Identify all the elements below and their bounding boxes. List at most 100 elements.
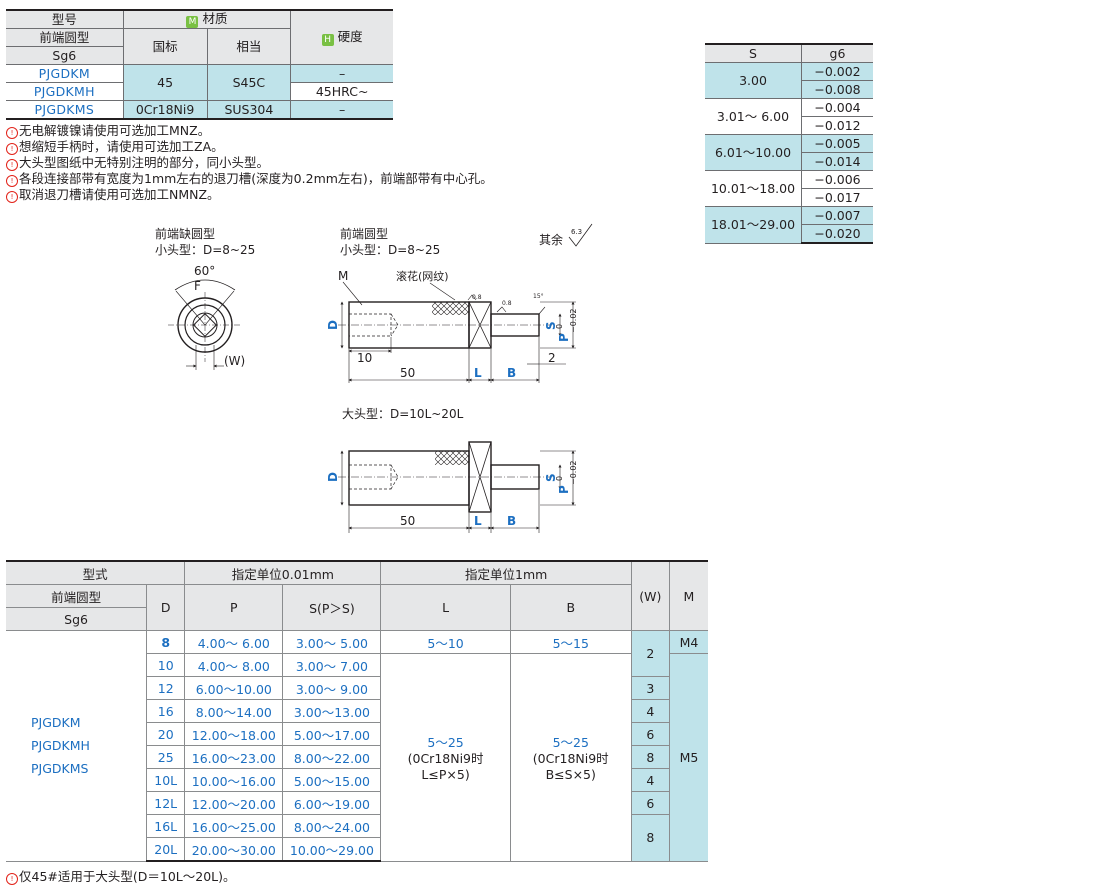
end-view-figure: [168, 279, 242, 370]
header-unit001: 指定单位0.01mm: [184, 560, 382, 585]
p-tol-upper-large: 0: [555, 476, 564, 481]
b-label-large: B: [507, 514, 516, 528]
header-type: 型式: [6, 560, 186, 585]
technical-drawing: 前端缺圆型 小头型：D=8~25 60° F (W) 前端圆型 小头型：D=8~…: [155, 223, 593, 533]
large-head-figure: [338, 441, 576, 533]
model-code: PJGDKMS: [31, 761, 89, 777]
hardness-badge-icon: H: [321, 34, 334, 46]
p-value: 12.00～18.00: [184, 722, 284, 746]
header-s: S(P＞S): [282, 584, 382, 631]
s-range: 3.00: [705, 62, 802, 99]
d-label: D: [326, 320, 340, 330]
w-value: 4: [630, 768, 670, 792]
caution-icon: !: [6, 873, 18, 885]
header-unit1: 指定单位1mm: [380, 560, 632, 585]
s-label-large: S: [544, 473, 558, 482]
p-value: 12.00～20.00: [184, 791, 284, 815]
s-value: 6.00～19.00: [282, 791, 382, 815]
material-badge-icon: M: [186, 16, 199, 28]
model-code: PJGDKM: [31, 715, 81, 731]
caution-icon: !: [6, 159, 18, 171]
g6-lower: −0.017: [801, 188, 873, 207]
dim-50-large: 50: [400, 514, 415, 528]
d-value: 10L: [146, 768, 186, 792]
d-value: 16L: [146, 814, 186, 838]
w-value: 4: [630, 699, 670, 723]
header-sg6: Sg6: [6, 46, 124, 65]
s-value: 3.00～ 5.00: [282, 630, 382, 654]
l-label-large: L: [474, 514, 482, 528]
w-value: 2: [630, 630, 670, 677]
s-value: 8.00～24.00: [282, 814, 382, 838]
header-s: S: [705, 43, 802, 63]
p-label-large: P: [557, 485, 571, 494]
g6-lower: −0.012: [801, 116, 873, 135]
header-g6: g6: [801, 43, 873, 63]
header-p: P: [184, 584, 284, 631]
p-tol-lower-large: −0.02: [569, 460, 578, 485]
p-value: 4.00～ 8.00: [184, 653, 284, 677]
roughness-2: 0.8: [502, 300, 512, 307]
hardness-value: –: [290, 100, 393, 120]
p-tol-lower: −0.02: [569, 308, 578, 333]
g6-upper: −0.006: [801, 170, 873, 189]
s-label: S: [544, 321, 558, 330]
s-value: 3.00～13.00: [282, 699, 382, 723]
s-value: 5.00～15.00: [282, 768, 382, 792]
w-value: 8: [630, 745, 670, 769]
l-range: 5～25 (0Cr18Ni9时L≤P×5): [380, 653, 511, 862]
p-value: 10.00～16.00: [184, 768, 284, 792]
angle-label: 60°: [194, 264, 215, 278]
rest-label: 其余: [539, 232, 563, 247]
header-equiv: 相当: [206, 28, 291, 65]
model-list: PJGDKM PJGDKMH PJGDKMS: [6, 630, 148, 862]
large-head-subtitle: 大头型：D=10L~20L: [342, 407, 464, 421]
b-label: B: [507, 366, 516, 380]
dim-2: 2: [548, 351, 556, 365]
header-gb: 国标: [122, 28, 208, 65]
p-value: 20.00～30.00: [184, 837, 284, 862]
footer-note: !仅45#适用于大头型(D＝10L～20L)。: [6, 866, 236, 885]
caution-icon: !: [6, 175, 18, 187]
l-value: 5～10: [380, 630, 511, 654]
header-model: 型号: [6, 9, 124, 29]
left-view-subtitle: 小头型：D=8~25: [155, 243, 255, 257]
b-range: 5～25 (0Cr18Ni9时B≤S×5): [509, 653, 632, 862]
d-value: 8: [146, 630, 186, 654]
caution-icon: !: [6, 191, 18, 203]
p-label: P: [557, 333, 571, 342]
hardness-value: –: [290, 64, 393, 83]
spec-table: 型式 指定单位0.01mm 指定单位1mm (W) M 前端圆型 D P S(P…: [6, 560, 708, 862]
w-value: 3: [630, 676, 670, 700]
d-value: 25: [146, 745, 186, 769]
note-item: !大头型图纸中无特别注明的部分，同小头型。: [6, 155, 493, 171]
small-head-figure: [338, 281, 576, 383]
notes-list: !无电解镀镍请使用可选加工MNZ。 !想缩短手柄时，请使用可选加工ZA。 !大头…: [6, 123, 493, 203]
note-item: !取消退刀槽请使用可选加工NMNZ。: [6, 187, 493, 203]
d-value: 16: [146, 699, 186, 723]
note-item: !各段连接部带有宽度为1mm左右的退刀槽(深度为0.2mm左右)，前端部带有中心…: [6, 171, 493, 187]
d-value: 20L: [146, 837, 186, 862]
d-value: 12L: [146, 791, 186, 815]
p-value: 8.00～14.00: [184, 699, 284, 723]
s-range: 3.01～ 6.00: [705, 98, 802, 135]
model-code: PJGDKMH: [6, 82, 124, 101]
header-d: D: [146, 584, 186, 631]
dim-50: 50: [400, 366, 415, 380]
roughness-1: 0.8: [472, 294, 482, 301]
g6-lower: −0.020: [801, 224, 873, 244]
header-b: B: [509, 584, 632, 631]
angle-15: 15°: [533, 293, 544, 300]
w-value: 6: [630, 722, 670, 746]
d-label-large: D: [326, 472, 340, 482]
dim-10: 10: [357, 351, 372, 365]
header-l: L: [380, 584, 511, 631]
material-gb: 0Cr18Ni9: [122, 100, 208, 120]
g6-upper: −0.007: [801, 206, 873, 225]
p-value: 6.00～10.00: [184, 676, 284, 700]
left-view-title: 前端缺圆型: [155, 226, 215, 241]
s-range: 10.01～18.00: [705, 170, 802, 207]
model-code: PJGDKMH: [31, 738, 90, 754]
s-value: 5.00～17.00: [282, 722, 382, 746]
